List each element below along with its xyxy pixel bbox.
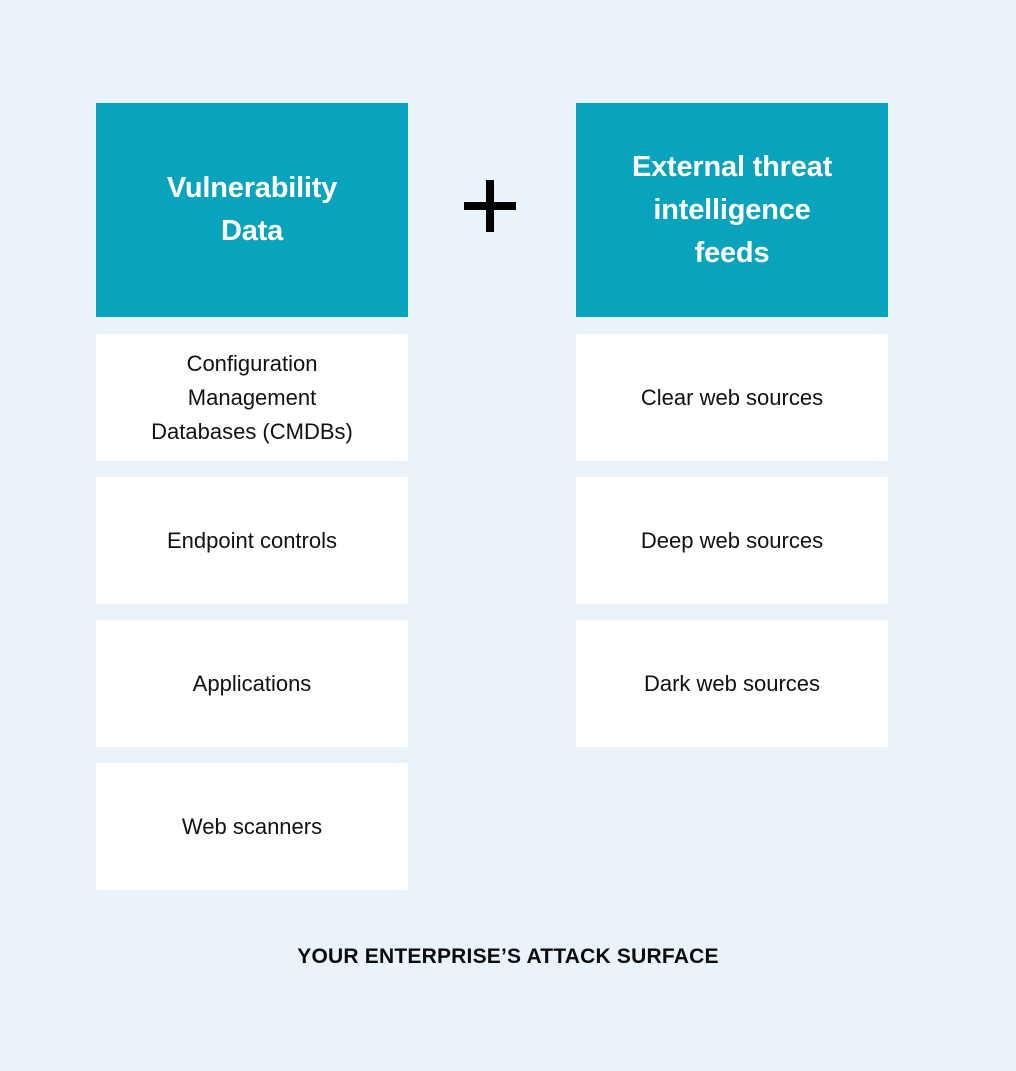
header-line-1: External threat [631, 150, 833, 183]
vulnerability-data-column: Vulnerability Data Configuration Managem… [96, 103, 408, 906]
external-threat-intelligence-header: External threat intelligence feeds [576, 103, 888, 317]
list-item: Web scanners [96, 763, 408, 890]
list-item: Dark web sources [576, 620, 888, 747]
external-threat-header-label: External threat intelligence feeds [590, 146, 874, 275]
vulnerability-data-header-label: Vulnerability Data [110, 167, 394, 253]
external-threat-intelligence-column: External threat intelligence feeds Clear… [576, 103, 888, 763]
diagram-caption: YOUR ENTERPRISE’S ATTACK SURFACE [297, 945, 719, 968]
plus-icon [462, 178, 518, 234]
item-line-2: Management [187, 384, 317, 410]
item-label-applications: Applications [192, 670, 312, 696]
vulnerability-data-header: Vulnerability Data [96, 103, 408, 317]
item-label-dark-web-sources: Dark web sources [643, 670, 821, 696]
list-item: Endpoint controls [96, 477, 408, 604]
list-item: Clear web sources [576, 334, 888, 461]
list-item: Configuration Management Databases (CMDB… [96, 334, 408, 461]
item-label-clear-web-sources: Clear web sources [640, 384, 824, 410]
list-item: Deep web sources [576, 477, 888, 604]
header-line-2: Data [220, 215, 284, 247]
item-label-cmdb: Configuration Management Databases (CMDB… [106, 347, 398, 449]
item-label-deep-web-sources: Deep web sources [640, 527, 824, 553]
item-label-web-scanners: Web scanners [181, 813, 323, 839]
item-line-3: Databases (CMDBs) [151, 418, 353, 444]
header-line-2: intelligence [653, 193, 811, 226]
item-line-1: Configuration [186, 350, 318, 376]
header-line-3: feeds [694, 236, 770, 269]
item-label-endpoint-controls: Endpoint controls [167, 527, 337, 553]
header-line-1: Vulnerability [166, 172, 338, 204]
list-item: Applications [96, 620, 408, 747]
